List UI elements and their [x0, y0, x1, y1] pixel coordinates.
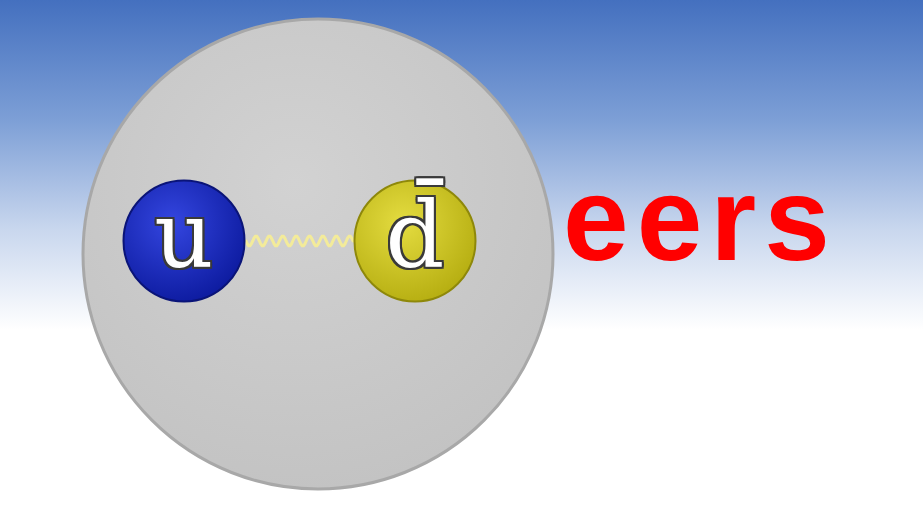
meson-circle [83, 19, 553, 489]
antidown-quark: d̄ [353, 179, 477, 303]
up-quark: u [122, 179, 246, 303]
logo-word: eers [563, 160, 838, 278]
gluon-line [246, 236, 353, 246]
quark-letter: d̄ [353, 179, 477, 303]
quark-letter: u [122, 179, 246, 303]
